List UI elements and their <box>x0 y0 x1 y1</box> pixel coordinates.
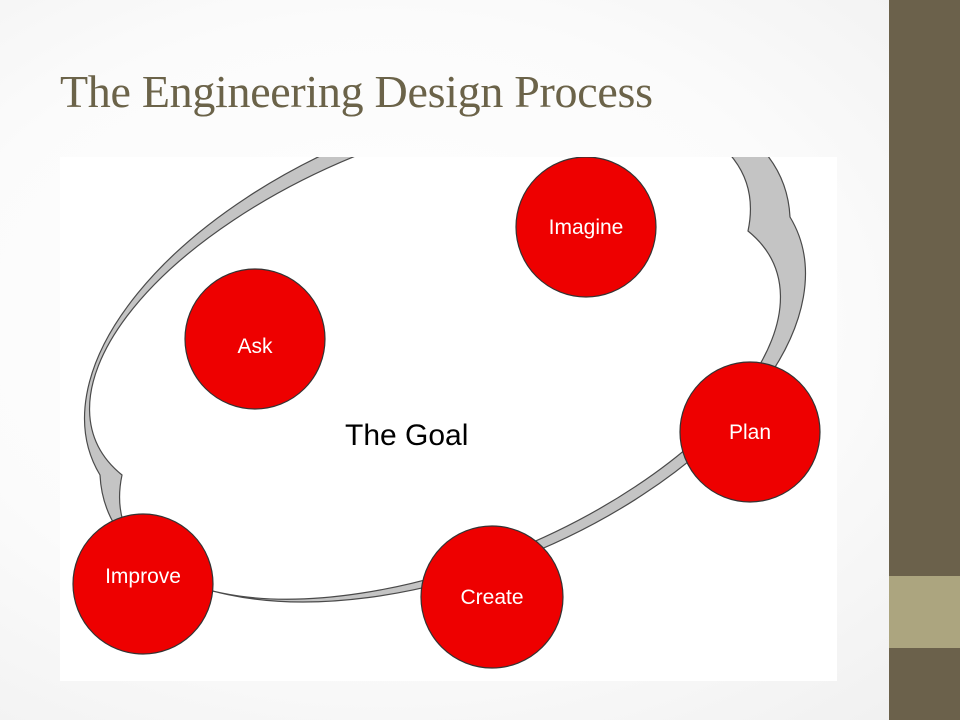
step-improve-label: Improve <box>105 565 181 588</box>
design-process-diagram: Imagine Plan Create Improve Ask The Goal <box>60 157 837 681</box>
step-improve[interactable]: Improve <box>72 513 214 655</box>
step-plan-circle <box>679 361 821 503</box>
step-imagine-label: Imagine <box>549 216 624 239</box>
side-bar-accent <box>889 576 960 648</box>
cycle-ring <box>83 157 807 603</box>
step-create-label: Create <box>460 586 523 609</box>
step-imagine-circle <box>515 157 657 298</box>
step-create-circle <box>420 525 564 669</box>
slide-title: The Engineering Design Process <box>60 66 653 117</box>
step-ask-label: Ask <box>237 335 273 358</box>
cycle-diagram-svg: Imagine Plan Create Improve Ask The Goal <box>72 157 821 669</box>
step-plan[interactable]: Plan <box>679 361 821 503</box>
step-create[interactable]: Create <box>420 525 564 669</box>
step-improve-circle <box>72 513 214 655</box>
step-ask-circle <box>184 268 326 410</box>
step-imagine[interactable]: Imagine <box>515 157 657 298</box>
step-plan-label: Plan <box>729 421 771 444</box>
step-ask[interactable]: Ask <box>184 268 326 410</box>
goal-label: The Goal <box>345 419 468 452</box>
